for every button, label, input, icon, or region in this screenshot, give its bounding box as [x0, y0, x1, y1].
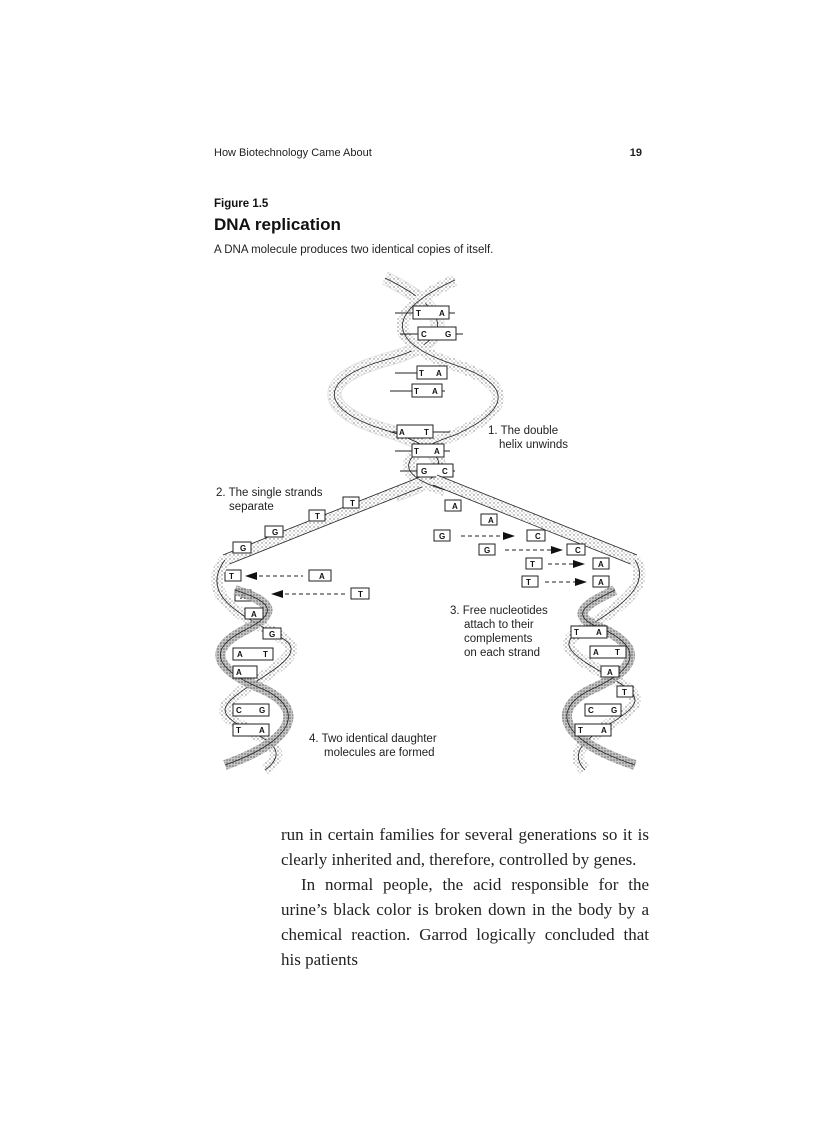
base-t: T	[350, 499, 355, 508]
callout-text: attach to their	[464, 619, 534, 631]
right-strand	[432, 474, 638, 566]
base-t: T	[574, 628, 579, 637]
callout-text: separate	[229, 501, 274, 513]
base-t: T	[414, 447, 419, 456]
parent-helix: T A C G T A T A A T	[327, 271, 505, 502]
base-c: C	[588, 706, 594, 715]
base-g: G	[484, 546, 490, 555]
base-g: G	[439, 532, 445, 541]
right-strand-bases: A A C C	[444, 499, 586, 556]
base-pair: T A	[395, 365, 448, 380]
dna-replication-diagram: T A C G T A T A A T	[205, 270, 655, 780]
callout-text: complements	[464, 633, 533, 645]
base-a: A	[598, 578, 604, 587]
callout-text: 1. The double	[488, 425, 558, 437]
base-c: C	[442, 467, 448, 476]
base-a: A	[607, 668, 613, 677]
base-pair: C G	[400, 326, 463, 341]
body-text: run in certain families for several gene…	[281, 822, 649, 972]
figure-label: Figure 1.5	[214, 198, 269, 210]
base-g: G	[259, 706, 265, 715]
base-t: T	[236, 726, 241, 735]
base-t: T	[414, 387, 419, 396]
callout-text: helix unwinds	[499, 439, 568, 451]
base-a: A	[399, 428, 405, 437]
base-a: A	[452, 502, 458, 511]
base-t: T	[419, 369, 424, 378]
base-a: A	[436, 369, 442, 378]
base-pair: T A	[390, 383, 445, 398]
base-a: A	[319, 572, 325, 581]
base-a: A	[259, 726, 265, 735]
base-a: A	[596, 628, 602, 637]
figure-caption: A DNA molecule produces two identical co…	[214, 244, 494, 256]
base-pair: G C	[400, 463, 455, 478]
callout-step-3: 3. Free nucleotides attach to their comp…	[450, 605, 548, 659]
base-t: T	[615, 648, 620, 657]
base-c: C	[236, 706, 242, 715]
base-t: T	[578, 726, 583, 735]
base-t: T	[526, 578, 531, 587]
callout-step-2: 2. The single strands separate	[216, 487, 323, 513]
base-c: C	[421, 330, 427, 339]
base-t: T	[622, 688, 627, 697]
page-number: 19	[629, 147, 642, 159]
base-a: A	[434, 447, 440, 456]
base-t: T	[530, 560, 535, 569]
base-a: A	[593, 648, 599, 657]
right-daughter-helix: T A A T A T C G T A	[561, 556, 646, 775]
base-t: T	[358, 590, 363, 599]
callout-step-1: 1. The double helix unwinds	[488, 425, 568, 451]
base-pair: A T	[390, 424, 450, 439]
base-g: G	[269, 630, 275, 639]
callout-text: on each strand	[464, 647, 540, 659]
callout-step-4: 4. Two identical daughter molecules are …	[309, 733, 437, 759]
base-a: A	[432, 387, 438, 396]
base-a: A	[237, 650, 243, 659]
base-g: G	[421, 467, 427, 476]
base-a: A	[598, 560, 604, 569]
base-pair: T A	[395, 305, 455, 320]
free-nucleotides: G G T A T A T A A T	[224, 529, 610, 602]
base-a: A	[236, 668, 242, 677]
callout-text: 2. The single strands	[216, 487, 323, 499]
base-g: G	[611, 706, 617, 715]
base-t: T	[424, 428, 429, 437]
callout-text: 4. Two identical daughter	[309, 733, 437, 745]
left-strand-bases: T T G G	[232, 496, 360, 554]
callout-text: 3. Free nucleotides	[450, 605, 548, 617]
left-daughter-helix: A G A T A C G T A	[211, 556, 297, 775]
base-t: T	[416, 309, 421, 318]
base-c: C	[575, 546, 581, 555]
figure-title: DNA replication	[214, 215, 341, 234]
base-a: A	[439, 309, 445, 318]
base-g: G	[272, 528, 278, 537]
base-a: A	[601, 726, 607, 735]
callout-text: molecules are formed	[324, 747, 435, 759]
body-paragraph: run in certain families for several gene…	[281, 825, 649, 869]
running-title: How Biotechnology Came About	[214, 147, 372, 159]
base-t: T	[315, 512, 320, 521]
base-c: C	[535, 532, 541, 541]
body-paragraph: In normal people, the acid responsible f…	[281, 875, 649, 969]
base-a: A	[251, 610, 257, 619]
running-head: How Biotechnology Came About 19	[214, 147, 646, 163]
base-g: G	[445, 330, 451, 339]
base-t: T	[229, 572, 234, 581]
base-g: G	[240, 544, 246, 553]
base-a: A	[488, 516, 494, 525]
base-pair: T A	[395, 443, 450, 458]
base-t: T	[263, 650, 268, 659]
